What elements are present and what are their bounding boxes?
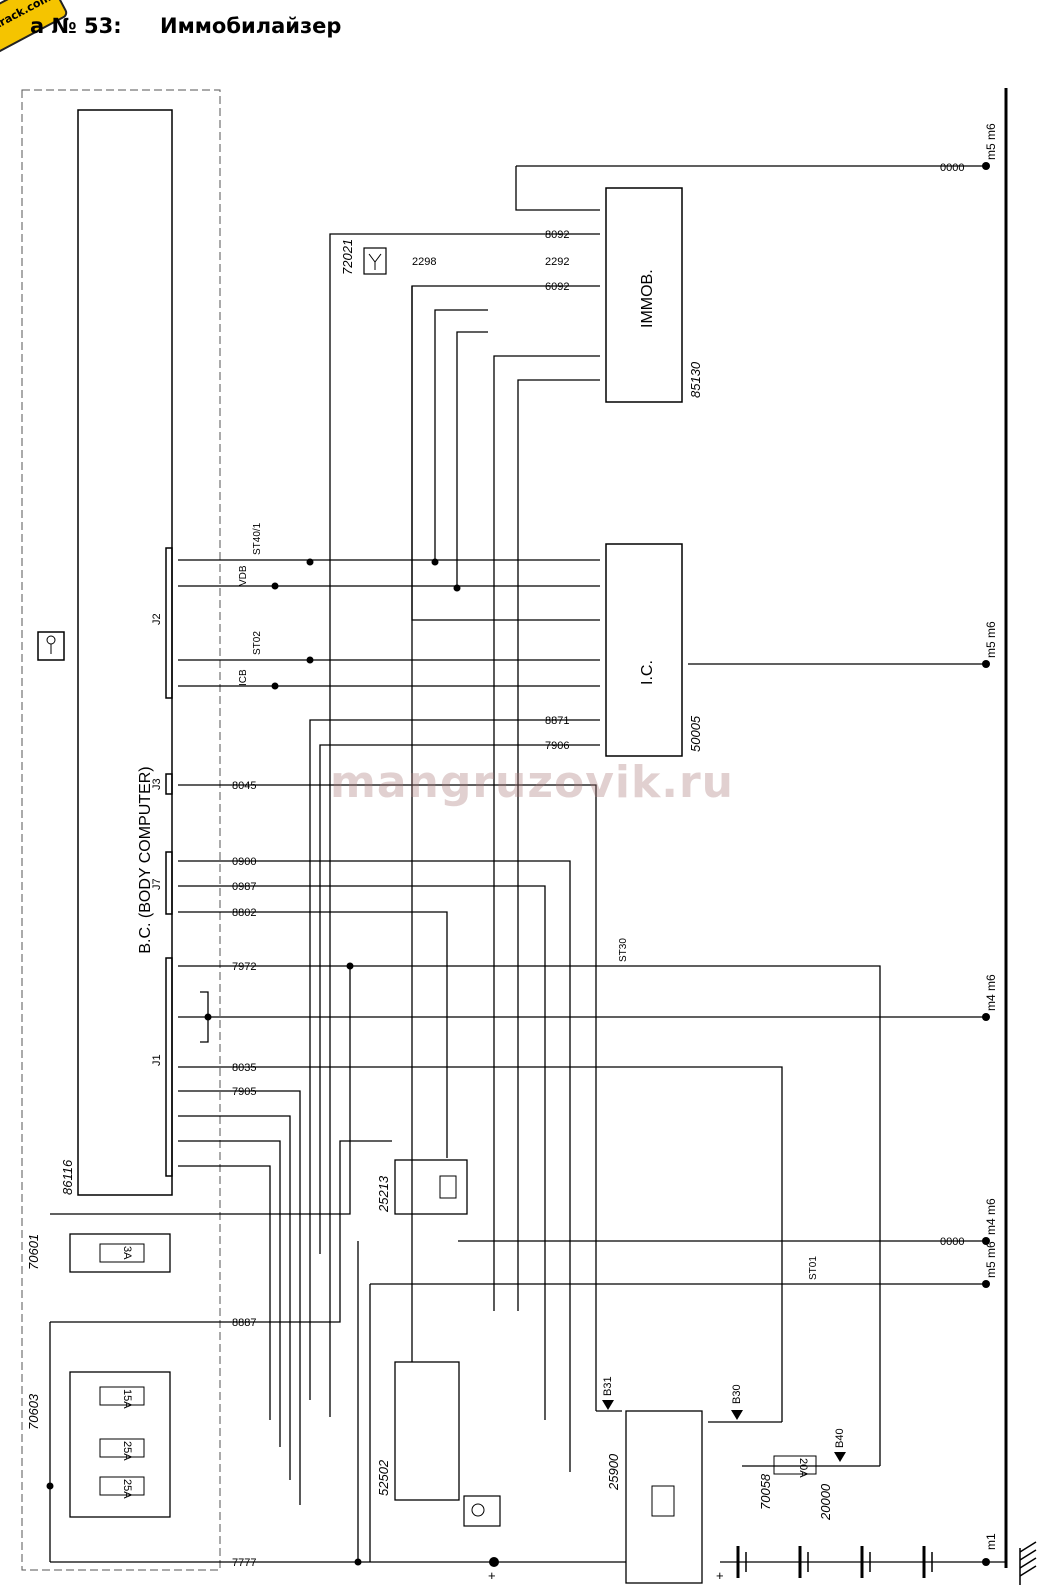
body-computer-box — [77, 109, 173, 1196]
b30-label: B30 — [731, 1384, 743, 1404]
immobilizer-code: 85130 — [688, 361, 703, 398]
wire-label: 0987 — [232, 881, 256, 893]
b31-arrow — [602, 1400, 614, 1410]
wire-label: 8887 — [232, 1317, 256, 1329]
b40-label: B40 — [834, 1428, 846, 1448]
battery-code: 20000 — [818, 1483, 833, 1521]
ignition-switch-box — [394, 1361, 460, 1501]
bus-label: ST02 — [252, 631, 263, 655]
bus-label: ST30 — [618, 938, 629, 962]
fuse-value: 25A — [121, 1441, 133, 1461]
ground-symbol — [1019, 1541, 1037, 1585]
ground-label-3: m4 m6 — [984, 974, 998, 1011]
wire-label: 8871 — [545, 715, 569, 727]
fuse-3a — [99, 1243, 145, 1263]
battery-fuse-value: 20A — [797, 1458, 809, 1478]
ground-label-6: m1 — [984, 1533, 998, 1550]
fuse-value: 15A — [121, 1389, 133, 1409]
diagram-title: Иммобилайзер — [160, 14, 342, 38]
wire-label: 0000 — [940, 162, 964, 174]
b30-arrow — [731, 1410, 743, 1420]
connector-j3 — [165, 773, 173, 795]
wire-label: 7905 — [232, 1086, 256, 1098]
connector-j1-label: J1 — [151, 1054, 163, 1066]
relay-k-box — [394, 1159, 468, 1215]
ground-label-4: m4 m6 — [984, 1198, 998, 1235]
connector-j2 — [165, 547, 173, 699]
battery-fuse — [773, 1455, 817, 1475]
connector-j2-label: J2 — [151, 613, 163, 625]
connector-j1 — [165, 957, 173, 1177]
bus-label: ST40/1 — [252, 522, 263, 555]
fuse-3a-value: 3A — [121, 1246, 133, 1260]
battery-symbol — [736, 1546, 933, 1578]
ground-label-2: m5 m6 — [984, 621, 998, 658]
body-computer-label: B.C. (BODY COMPUTER) — [137, 766, 154, 953]
wire-label: 7777 — [232, 1557, 256, 1569]
immobilizer-label: IMMOB. — [639, 269, 656, 328]
wire-label: 0900 — [232, 856, 256, 868]
starter-relay-coil — [651, 1485, 675, 1517]
fuse-box-a — [69, 1233, 171, 1273]
bus-label: ICB — [238, 669, 249, 686]
wire-label: 8092 — [545, 229, 569, 241]
battery-fuse-code: 70058 — [758, 1473, 773, 1510]
fuse-box-a-code: 70601 — [26, 1234, 41, 1270]
b31-label: B31 — [602, 1376, 614, 1396]
ground-label-1: m5 m6 — [984, 123, 998, 160]
fuse-value: 25A — [121, 1479, 133, 1499]
connector-j7-label: J7 — [151, 878, 163, 890]
immobilizer-box — [605, 187, 683, 403]
connector-j7 — [165, 851, 173, 915]
diagram-number: а № 53: — [30, 14, 122, 38]
key-icon — [37, 631, 65, 661]
relay-k-code: 25213 — [376, 1175, 391, 1213]
wire-label: 0000 — [940, 1236, 964, 1248]
starter-relay-code: 25900 — [606, 1453, 621, 1491]
fuse-25a-1 — [99, 1438, 145, 1458]
ignition-ground-dot — [489, 1557, 499, 1567]
fuse-25a-2 — [99, 1476, 145, 1496]
ground-label-5: m5 m6 — [984, 1241, 998, 1278]
ignition-switch-code: 52502 — [376, 1459, 391, 1496]
watermark: mangruzovik.ru — [330, 757, 734, 808]
wire-label: 8045 — [232, 780, 256, 792]
junction-dots — [46, 162, 990, 1566]
connector-j3-label: J3 — [151, 778, 163, 790]
wire-label: 6092 — [545, 281, 569, 293]
b40-arrow — [834, 1452, 846, 1462]
cabin-area-box — [21, 89, 221, 1571]
plus-label: + — [716, 1568, 724, 1583]
antenna-icon — [363, 247, 387, 275]
instrument-cluster-label: I.C. — [639, 660, 656, 685]
ignition-switch-icon — [463, 1495, 501, 1527]
fuse-box-b — [69, 1371, 171, 1518]
fuse-15a — [99, 1386, 145, 1406]
wire-label: 8035 — [232, 1062, 256, 1074]
wire-label: 8802 — [232, 907, 256, 919]
plus-label: + — [488, 1568, 496, 1583]
fuse-box-b-code: 70603 — [26, 1393, 41, 1430]
body-computer-code: 86116 — [60, 1159, 75, 1195]
wire-label: 7906 — [545, 740, 569, 752]
instrument-cluster-code: 50005 — [688, 715, 703, 752]
bus-label: VDB — [238, 565, 249, 586]
bus-label: ST01 — [808, 1256, 819, 1280]
starter-relay-box — [625, 1410, 703, 1584]
instrument-cluster-box — [605, 543, 683, 757]
wire-label: 2298 — [412, 256, 436, 268]
page-header: track.com а № 53: Иммобилайзер — [0, 0, 1051, 60]
wire-label: 7972 — [232, 961, 256, 973]
wire-harness — [49, 165, 1006, 1563]
antenna-code: 72021 — [340, 239, 355, 275]
relay-coil — [439, 1175, 457, 1199]
wire-label: 2292 — [545, 256, 569, 268]
